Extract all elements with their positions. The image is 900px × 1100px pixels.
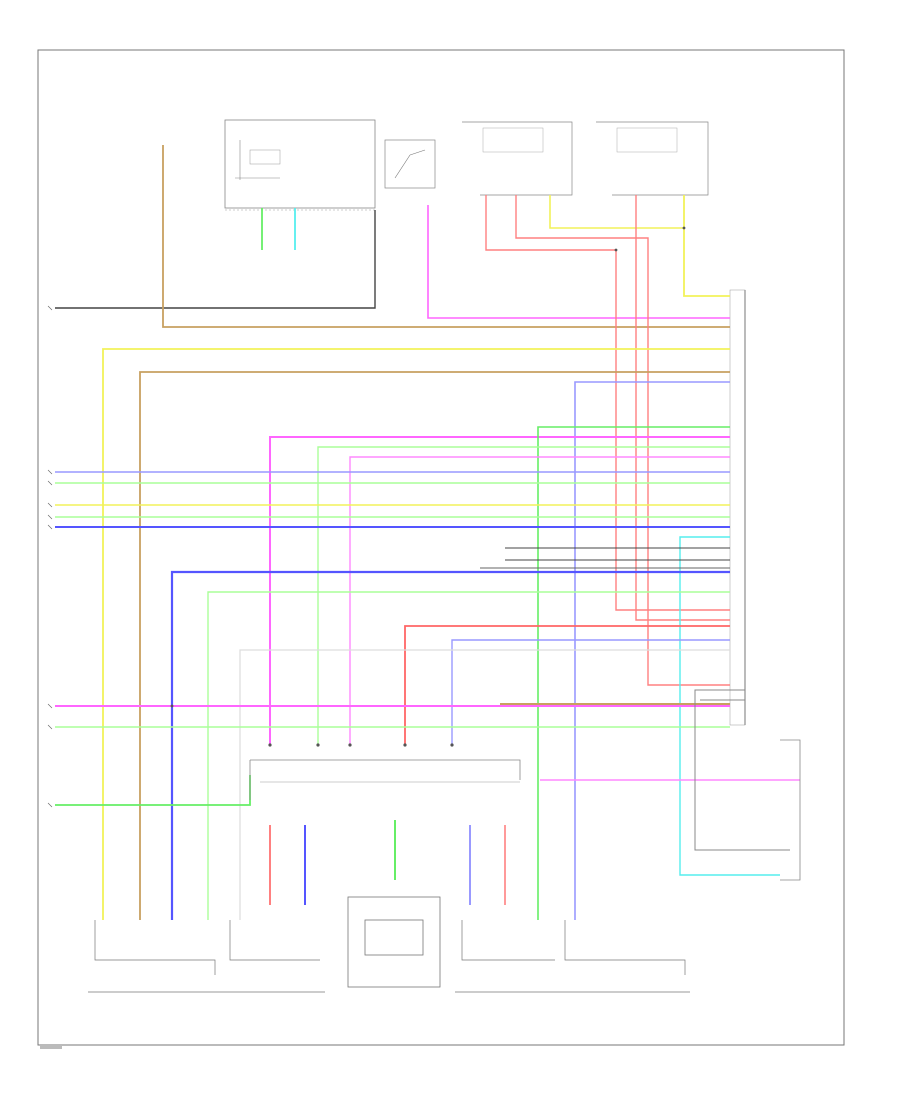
right-seat-belt-module: [462, 121, 573, 196]
left-seat-belt-module: [596, 121, 709, 196]
center-connector-block: [249, 759, 521, 905]
left-terminals: [47, 305, 53, 808]
bottom-right-connectors: [455, 920, 690, 993]
page-mark: [40, 1046, 62, 1049]
splice-points: [170, 226, 686, 747]
center-box: [347, 896, 441, 988]
switch-box: [384, 139, 436, 189]
bottom-left-connectors: [88, 920, 325, 993]
diagram-frame: [37, 49, 845, 1046]
top-left-module: [224, 119, 376, 211]
srs-connector: [729, 289, 746, 726]
srs-right-module: [780, 739, 801, 881]
wires: [55, 145, 800, 920]
